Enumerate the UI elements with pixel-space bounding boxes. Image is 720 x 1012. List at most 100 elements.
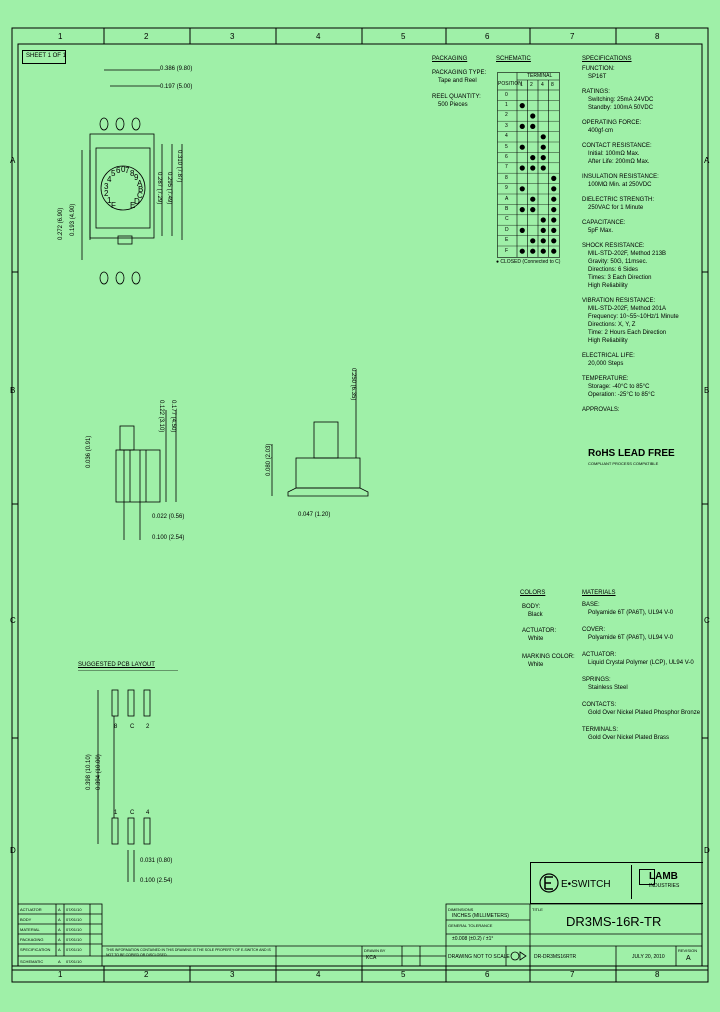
brand-name: E•SWITCH <box>561 879 611 890</box>
pcb-pin-label: C <box>130 724 135 730</box>
closed-contact-dot <box>540 238 546 244</box>
section-heading: CAPACITANCE: <box>582 220 626 226</box>
drawn-value: KCA <box>366 955 377 961</box>
schematic-grid <box>497 72 560 258</box>
row-label: A <box>704 156 710 165</box>
schematic-position: C <box>505 216 509 223</box>
materials-title: MATERIALS <box>582 590 616 596</box>
tb-row-label: ACTUATOR <box>20 907 42 912</box>
closed-contact-dot <box>551 186 557 192</box>
tb-row-label: SCHEMATIC <box>20 959 44 964</box>
dim-label: 0.022 (0.56) <box>152 514 185 520</box>
section-line: Directions: 6 Sides <box>588 267 639 273</box>
colors-line: White <box>528 636 544 642</box>
col-label: 3 <box>230 32 235 41</box>
section-line: MIL-STD-202F, Method 213B <box>588 251 667 257</box>
drawing-date: JULY 20, 2010 <box>632 954 665 960</box>
col-label: 5 <box>401 32 406 41</box>
tb-rev: A <box>58 907 61 912</box>
schematic-title: SCHEMATIC <box>496 56 531 62</box>
dial-char: 0 <box>121 165 126 174</box>
col-label: 1 <box>58 32 63 41</box>
section-line: High Reliability <box>588 283 628 289</box>
rohs-badge: RoHS LEAD FREE <box>588 448 675 459</box>
schematic-position: D <box>505 226 509 233</box>
section-heading: CONTACTS: <box>582 702 617 708</box>
row-label: D <box>704 846 710 855</box>
dim-label: 0.386 (9.80) <box>160 66 193 72</box>
sheet-box: SHEET 1 OF 1 <box>22 50 66 64</box>
section-line: Gravity: 50G, 11msec. <box>588 259 648 265</box>
lamb-name: LAMB <box>649 871 678 882</box>
packaging-title: PACKAGING <box>432 56 468 62</box>
closed-contact-dot <box>540 144 546 150</box>
tb-rev: A <box>58 959 61 964</box>
closed-contact-dot <box>519 227 525 233</box>
col-label: 8 <box>655 32 660 41</box>
section-line: Stainless Steel <box>588 685 628 691</box>
schematic-position: 5 <box>505 143 508 150</box>
tb-date: 07/01/10 <box>66 927 82 932</box>
closed-contact-dot <box>519 186 525 192</box>
section-line: Standby: 100mA 50VDC <box>588 105 654 111</box>
col-label: 7 <box>570 32 575 41</box>
pcb-pin-label: 8 <box>114 724 118 730</box>
closed-contact-dot <box>519 144 525 150</box>
tb-row-label: BODY <box>20 917 32 922</box>
top-view-drawing <box>81 69 183 285</box>
closed-contact-dot <box>519 207 525 213</box>
tb-date: 07/01/10 <box>66 937 82 942</box>
sheet-label: SHEET 1 OF 1 <box>26 53 66 59</box>
section-line: Operation: -25°C to 85°C <box>588 392 655 398</box>
tolerance-label: GENERAL TOLERANCE <box>448 923 493 928</box>
section-heading: DIELECTRIC STRENGTH: <box>582 197 655 203</box>
e-switch-logo-icon <box>539 873 559 893</box>
schematic-position: 6 <box>505 153 508 160</box>
dial-char: 6 <box>116 166 121 175</box>
col-label: 2 <box>144 32 149 41</box>
schematic-position: 7 <box>505 164 508 171</box>
drawing-number: DR-DR3MS16RTR <box>534 954 577 960</box>
section-heading: BASE: <box>582 602 600 608</box>
section-line: Frequency: 10~55~10Hz/1 Minute <box>588 314 679 320</box>
packaging-line: PACKAGING TYPE: <box>432 70 487 76</box>
row-label: C <box>10 616 16 625</box>
closed-contact-dot <box>530 113 536 119</box>
closed-contact-dot <box>540 217 546 223</box>
dial-char: 8 <box>130 169 135 178</box>
closed-contact-dot <box>540 165 546 171</box>
scale-value: DRAWING NOT TO SCALE <box>448 954 510 960</box>
rohs-sub: COMPLIANT PROCESS COMPATIBLE <box>588 461 659 466</box>
packaging-line: 500 Pieces <box>438 102 468 108</box>
closed-contact-dot <box>540 227 546 233</box>
col-label: 3 <box>230 970 235 979</box>
section-heading: VIBRATION RESISTANCE: <box>582 298 656 304</box>
section-line: After Life: 200mΩ Max. <box>588 159 650 165</box>
lamb-logo-icon <box>639 869 655 885</box>
drawn-label: DRAWN BY <box>364 948 386 953</box>
section-heading: OPERATING FORCE: <box>582 120 642 126</box>
col-label: 7 <box>570 970 575 979</box>
lamb-sub: INDUSTRIES <box>649 883 680 889</box>
colors-line: BODY: <box>522 604 541 610</box>
packaging-line: REEL QUANTITY: <box>432 94 481 100</box>
section-heading: ACTUATOR: <box>582 652 617 658</box>
closed-contact-dot <box>540 248 546 254</box>
closed-contact-dot <box>551 238 557 244</box>
dial-char: F <box>111 201 116 210</box>
section-heading: SHOCK RESISTANCE: <box>582 243 645 249</box>
col-label: 2 <box>144 970 149 979</box>
tb-row-label: SPECIFICATION <box>20 947 51 952</box>
col-label: 1 <box>58 970 63 979</box>
colors-line: White <box>528 662 544 668</box>
dial-char: B <box>138 185 144 194</box>
col-label: 8 <box>655 970 660 979</box>
section-line: Times: 3 Each Direction <box>588 275 652 281</box>
dial-char: 9 <box>134 173 139 182</box>
section-line: 250VAC for 1 Minute <box>588 205 644 211</box>
tb-date: 07/01/10 <box>66 947 82 952</box>
section-line: Time: 2 Hours Each Direction <box>588 330 667 336</box>
